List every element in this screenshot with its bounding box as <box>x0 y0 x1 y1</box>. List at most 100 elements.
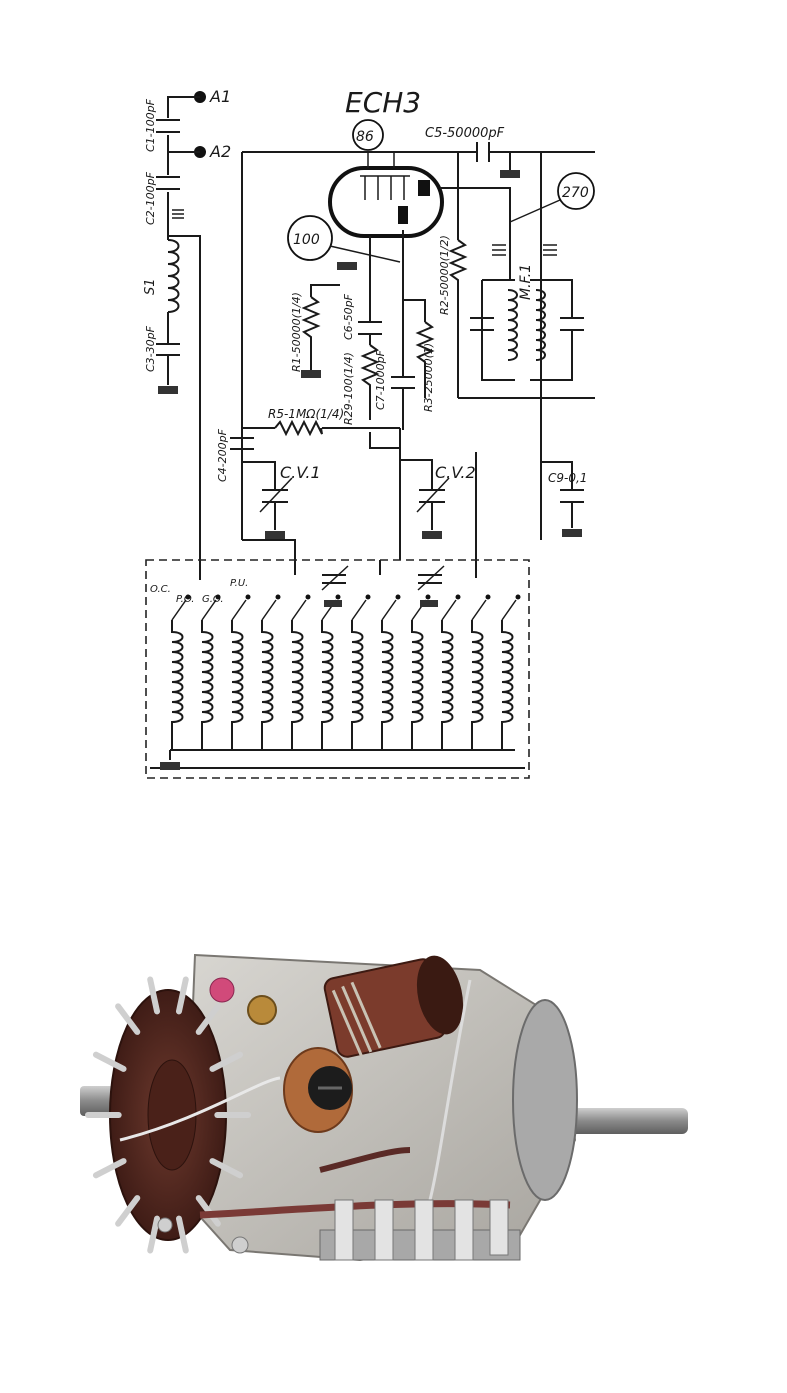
schematic-diagram: A1 A2 C1-100pF C2-100pF S1 C3-30pF <box>143 86 595 779</box>
switch-terminal <box>515 594 521 600</box>
ground-symbol <box>158 386 178 394</box>
switch-contact <box>471 599 487 621</box>
trimmer-capacitor <box>417 565 445 607</box>
variable-capacitor-cv2 <box>416 477 450 539</box>
contact-comb <box>319 1199 521 1261</box>
capacitor-c7 <box>391 376 415 389</box>
node-100-label: 100 <box>293 232 320 248</box>
switch-contact <box>381 599 397 621</box>
switch-terminal <box>485 594 491 600</box>
label-c9: C9-0,1 <box>548 471 587 485</box>
coil-winding <box>321 620 334 750</box>
switch-lug <box>209 1051 244 1072</box>
coil-winding <box>381 620 394 750</box>
switch-terminal <box>395 594 401 600</box>
switch-label-pu: P.U. <box>230 578 248 589</box>
label-s1: S1 <box>143 278 158 295</box>
switch-lugs <box>85 976 251 1254</box>
switch-terminal <box>425 594 431 600</box>
resistor-r2 <box>448 239 468 398</box>
node-86-circle <box>352 119 384 151</box>
switch-contact <box>231 599 247 621</box>
label-c7: C7-1000pF <box>374 349 387 410</box>
switch-terminal <box>305 594 311 600</box>
resistor-r1 <box>301 296 321 370</box>
tube-envelope <box>328 166 444 238</box>
switch-lug <box>147 1215 161 1254</box>
switch-lug <box>195 1195 221 1227</box>
label-c3: C3-30pF <box>144 325 157 372</box>
capacitor-c1 <box>156 119 180 133</box>
switch-contact <box>351 599 367 621</box>
capacitor-c4 <box>230 437 254 450</box>
label-c2: C2-100pF <box>144 171 157 225</box>
switch-lug <box>209 1158 244 1179</box>
switch-terminal <box>215 594 221 600</box>
capacitor-c2 <box>156 176 180 190</box>
switch-terminal <box>365 594 371 600</box>
label-r1: R1-50000(1/4) <box>290 292 303 372</box>
switch-lug <box>195 1003 221 1035</box>
switch-contact <box>171 599 187 621</box>
antenna-section: A1 A2 C1-100pF C2-100pF S1 C3-30pF <box>143 87 231 580</box>
switch-lug <box>92 1158 127 1179</box>
switch-contact <box>291 599 307 621</box>
label-cv2: C.V.2 <box>435 463 476 482</box>
variable-capacitor-cv1 <box>259 477 293 539</box>
label-c6: C6-50pF <box>342 293 355 340</box>
label-mf1: M.F.1 <box>518 264 534 300</box>
coil-winding <box>411 620 424 750</box>
tube-ech3: ECH3 86 <box>328 86 444 238</box>
switch-terminal <box>335 594 341 600</box>
switch-label-go: G.O. <box>202 594 224 605</box>
coil-winding <box>261 620 274 750</box>
photo-rotary-switch-assembly <box>80 953 688 1262</box>
node-270-label: 270 <box>562 185 589 201</box>
coil-winding <box>231 620 244 750</box>
node-270-circle <box>557 172 595 210</box>
switch-contact <box>261 599 277 621</box>
switch-contact <box>441 599 457 621</box>
label-r3: R3-25000(1) <box>422 343 435 412</box>
resistor-r5 <box>274 419 323 437</box>
resistor-r3 <box>415 321 435 398</box>
coil-winding <box>171 620 184 750</box>
switch-terminal <box>275 594 281 600</box>
label-cv1: C.V.1 <box>280 463 321 482</box>
tube-label: ECH3 <box>345 86 421 119</box>
switch-lug <box>147 976 161 1015</box>
brass-nut <box>247 995 277 1025</box>
node-86-label: 86 <box>356 129 374 145</box>
coil-winding <box>471 620 484 750</box>
switch-lug <box>175 1215 189 1254</box>
coil-winding <box>201 620 214 750</box>
switch-enclosure <box>145 559 530 779</box>
coil-winding <box>291 620 304 750</box>
resistor-r29 <box>360 344 380 420</box>
ground-symbol <box>337 262 357 270</box>
capacitor-c5 <box>476 142 520 178</box>
coil-winding <box>501 620 514 750</box>
switch-lug <box>115 1195 141 1227</box>
antenna-label-a1: A1 <box>209 87 231 106</box>
switch-coil-bank: O.C. P.O. G.O. P.U. <box>145 559 530 779</box>
switch-terminal <box>245 594 251 600</box>
switch-terminal <box>185 594 191 600</box>
label-c5: C5-50000pF <box>425 126 505 141</box>
switch-lug <box>92 1051 127 1072</box>
coil-s1 <box>167 239 180 313</box>
metal-disc <box>512 999 578 1201</box>
label-c4: C4-200pF <box>216 428 229 482</box>
capacitor-c6 <box>358 321 382 335</box>
capacitor-c3 <box>156 343 180 356</box>
transformer-mf1 <box>440 152 595 540</box>
switch-contact <box>201 599 217 621</box>
shaft-right <box>570 1108 688 1134</box>
label-r2: R2-50000(1/2) <box>438 235 451 315</box>
capacitor-c9 <box>560 489 584 537</box>
coil-winding <box>351 620 364 750</box>
switch-lug <box>175 976 189 1015</box>
coil-winding <box>441 620 454 750</box>
antenna-label-a2: A2 <box>209 142 231 161</box>
switch-label-oc: O.C. <box>150 584 171 595</box>
